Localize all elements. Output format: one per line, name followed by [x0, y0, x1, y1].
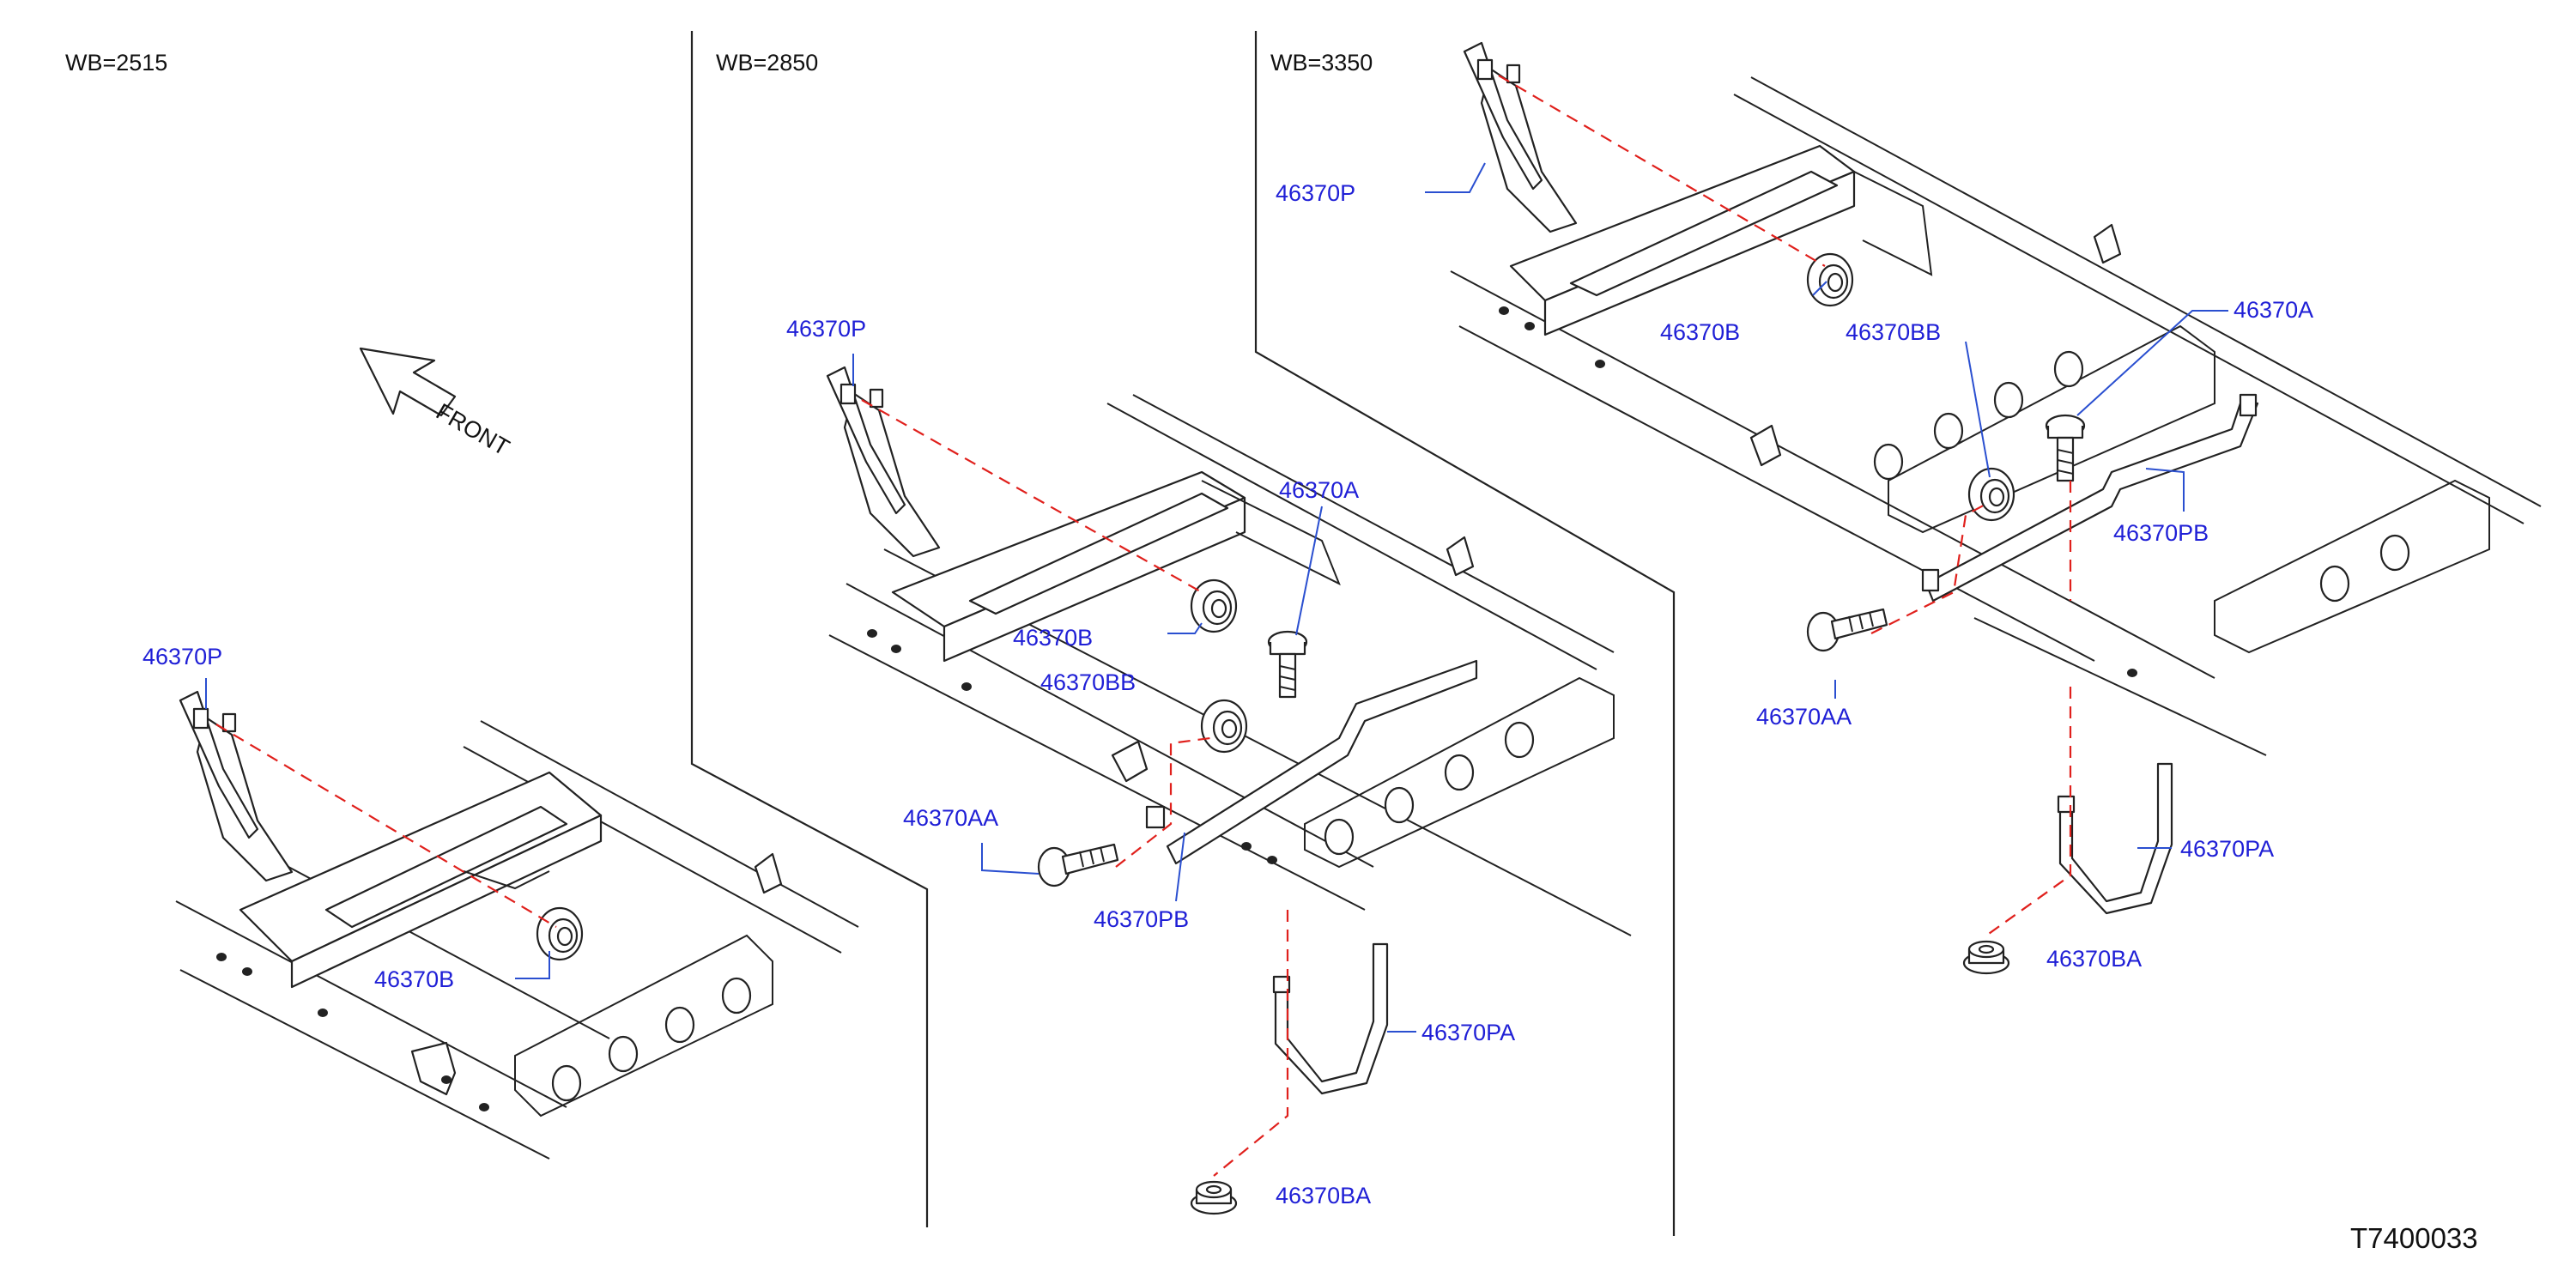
bushing-46370bb — [1200, 699, 1248, 754]
leader-line — [1175, 832, 1185, 902]
nut-46370ba — [1190, 1180, 1238, 1215]
panel-wb3350: WB=3350 — [1270, 41, 2542, 975]
alignment-line — [861, 399, 1203, 593]
strap-46370p — [179, 690, 294, 882]
front-arrow-icon — [359, 347, 457, 417]
bushing-46370b — [536, 906, 584, 961]
leader-line — [981, 843, 1039, 875]
callout-46370b: 46370B — [374, 966, 454, 992]
alignment-line — [1870, 502, 1989, 634]
alignment-line — [1498, 75, 1826, 267]
panel-wb2850: WB=2850 — [716, 50, 1632, 1215]
leader-line — [1167, 622, 1203, 634]
leader-line — [1812, 281, 1827, 296]
leader-line — [1965, 341, 1991, 478]
bushing-46370b — [1190, 578, 1238, 633]
strap-46370pa — [2057, 762, 2173, 915]
strap-46370p — [826, 366, 941, 558]
callout-46370a: 46370A — [1279, 477, 1359, 503]
nut-46370ba — [1962, 940, 2010, 975]
alignment-line — [1213, 910, 1289, 1177]
callout-46370a: 46370A — [2234, 297, 2313, 323]
panel-header: WB=2515 — [65, 50, 167, 76]
callout-46370b: 46370B — [1660, 319, 1740, 345]
bolt-46370aa — [1806, 608, 1888, 652]
leader-line — [1295, 506, 1323, 636]
callout-46370pb: 46370PB — [2113, 520, 2209, 546]
callout-46370b: 46370B — [1013, 625, 1093, 651]
panel-header: WB=3350 — [1270, 50, 1373, 76]
callout-46370p: 46370P — [1276, 180, 1355, 206]
frame-assembly — [175, 720, 859, 1160]
callout-46370bb: 46370BB — [1846, 319, 1941, 345]
frame-assembly — [1450, 76, 2542, 756]
bolt-46370a — [1267, 630, 1308, 699]
leader-line — [2076, 310, 2228, 416]
strap-46370pa — [1272, 942, 1389, 1095]
panel-divider-1 — [690, 31, 929, 1227]
callout-46370pa: 46370PA — [1421, 1020, 1515, 1045]
panel-header: WB=2850 — [716, 50, 818, 76]
diagram-reference-code: T7400033 — [2350, 1222, 2478, 1254]
callout-46370p: 46370P — [786, 316, 866, 342]
alignment-line — [1985, 687, 2072, 936]
alignment-line — [1115, 736, 1211, 868]
callout-46370p: 46370P — [142, 644, 222, 669]
callout-46370pa: 46370PA — [2180, 836, 2274, 862]
bolt-46370a — [2045, 414, 2086, 482]
callout-46370pb: 46370PB — [1094, 906, 1189, 932]
leader-line — [1425, 162, 1486, 193]
callout-46370bb: 46370BB — [1040, 669, 1136, 695]
panel-divider-2 — [1254, 31, 1676, 1236]
leader-line — [2145, 468, 2185, 512]
bolt-46370aa — [1037, 843, 1119, 887]
callout-46370aa: 46370AA — [1756, 704, 1852, 730]
strap-46370p — [1463, 41, 1578, 233]
bushing-46370bb — [1967, 467, 2015, 522]
front-label: FRONT — [432, 398, 514, 460]
frame-assembly — [828, 394, 1632, 936]
leader-line — [515, 951, 550, 979]
callout-46370ba: 46370BA — [1276, 1183, 1371, 1208]
callout-46370aa: 46370AA — [903, 805, 998, 831]
callout-46370ba: 46370BA — [2046, 946, 2142, 972]
panel-wb2515: WB=2515 FRONT — [65, 50, 859, 1160]
alignment-line — [215, 724, 557, 928]
bushing-46370b — [1806, 252, 1854, 307]
